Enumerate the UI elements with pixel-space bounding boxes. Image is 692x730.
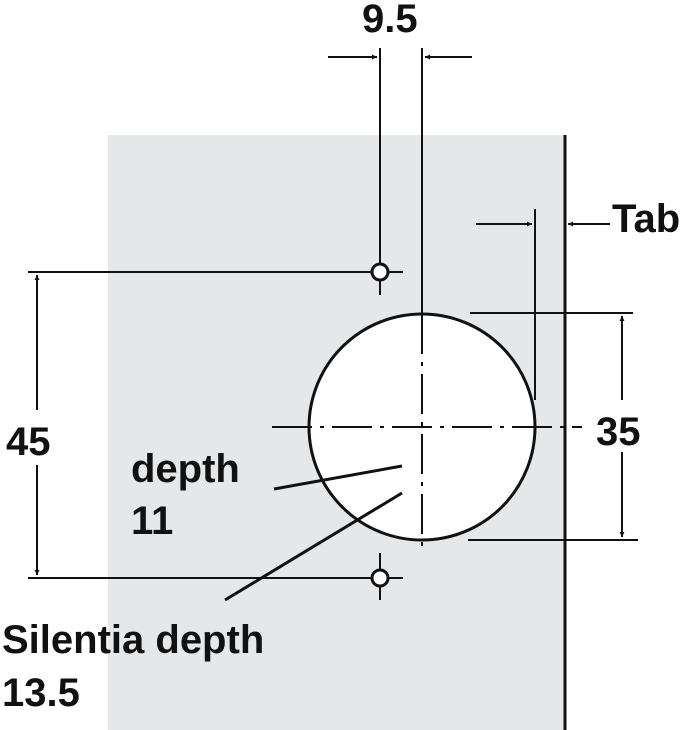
dim-45-label: 45 xyxy=(6,420,51,464)
silentia-leader xyxy=(224,491,403,602)
dim-9.5-label: 9.5 xyxy=(362,0,418,41)
screw-hole-bottom xyxy=(370,568,390,588)
screw-hole-top xyxy=(370,262,390,282)
dim-35-label: 35 xyxy=(596,410,641,454)
tab-label: Tab xyxy=(612,197,680,241)
depth-label: depth xyxy=(131,447,240,491)
depth-leader xyxy=(273,464,403,491)
silentia-depth-value: 13.5 xyxy=(2,671,80,715)
depth-value: 11 xyxy=(131,499,173,543)
silentia-depth-label: Silentia depth xyxy=(2,618,264,662)
